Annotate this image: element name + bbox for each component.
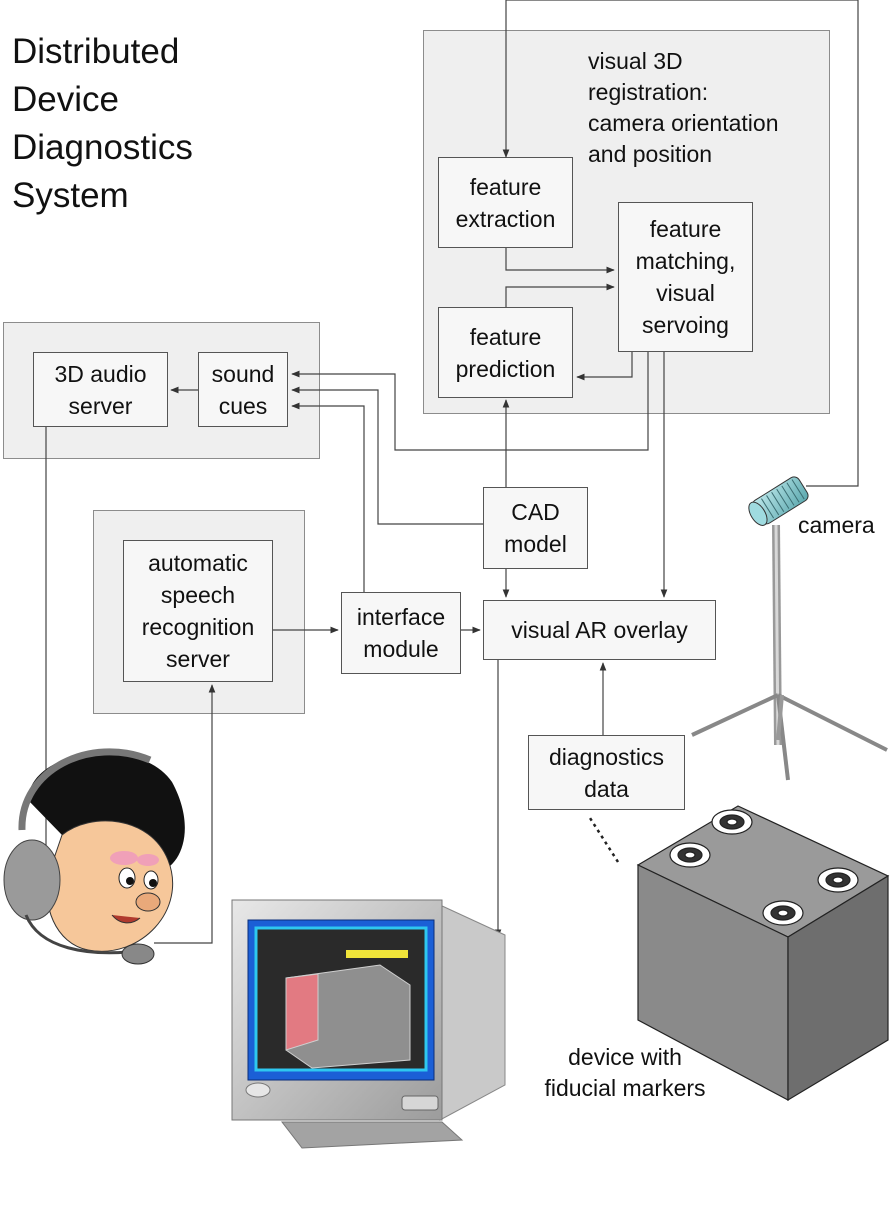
device-label: device with fiducial markers [544,1044,706,1101]
audio-server-box: 3D audio server [33,352,168,427]
interface-module-box: interface module [341,592,461,674]
connector-camera-to-extraction [502,0,859,487]
connector-mic-to-asr [154,684,216,944]
registration-label: visual 3D registration: camera orientati… [588,48,779,167]
connector-extraction-to-matching [505,248,615,274]
diagram-title: Distributed Device Diagnostics System [12,32,193,215]
feature-prediction-box: feature prediction [438,307,573,398]
asr-server-box: automatic speech recognition server [123,540,273,682]
sound-cues-box: sound cues [198,352,288,427]
connector-matching-to-prediction [576,352,633,381]
feature-matching-box: feature matching, visual servoing [618,202,753,352]
diagnostics-data-box: diagnostics data [528,735,685,810]
connector-matching-to-soundcues [291,352,649,451]
monitor-illustration [231,899,506,1149]
camera-illustration [691,476,888,781]
ar-overlay-box: visual AR overlay [483,600,716,660]
connector-prediction-to-matching [505,283,615,307]
feature-extraction-box: feature extraction [438,157,573,248]
camera-label: camera [798,512,875,538]
cad-model-box: CAD model [483,487,588,569]
user-illustration [3,748,185,965]
connector-cad-to-soundcues [291,386,483,525]
connector-device-to-diagnostics [588,817,620,863]
device-illustration [636,805,890,1102]
connector-interface-to-soundcues [291,402,365,592]
